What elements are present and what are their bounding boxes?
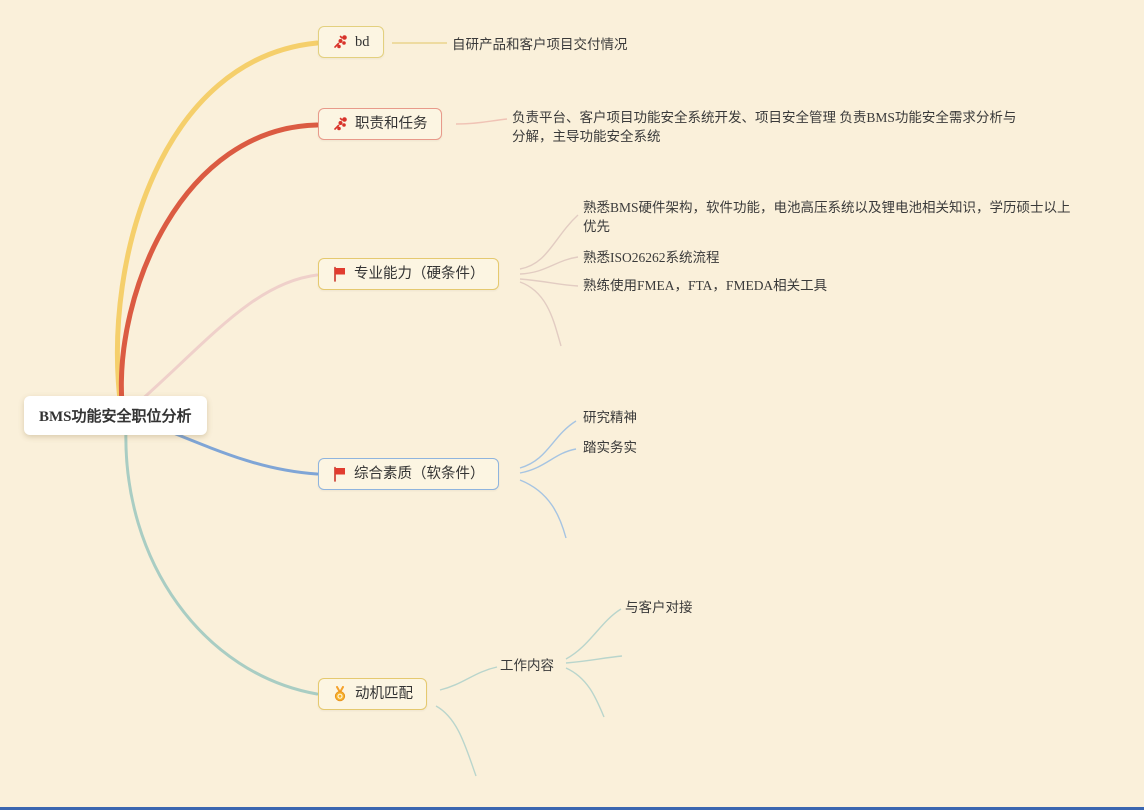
leaf-link-hard-1	[519, 214, 579, 270]
leaf-node[interactable]: 熟悉BMS硬件架构，软件功能，电池高压系统以及锂电池相关知识，学历硕士以上优先	[583, 200, 1071, 234]
leaf-link-soft-collapsed	[519, 479, 567, 539]
branch-node-motivation[interactable]: 动机匹配	[318, 678, 427, 710]
leaf-node[interactable]: 负责平台、客户项目功能安全系统开发、项目安全管理 负责BMS功能安全需求分析与分…	[512, 110, 1017, 144]
branch-label: 专业能力（硬条件）	[354, 265, 485, 282]
branch-curve-bd	[115, 40, 320, 403]
leaf-link-motive-collapsed	[435, 705, 477, 777]
leaf-node[interactable]: 研究精神	[583, 410, 637, 425]
branch-label: 职责和任务	[355, 115, 428, 132]
leaf-link-work-collapsed-2	[565, 667, 605, 718]
leaf-link-hard-collapsed	[519, 281, 562, 347]
medal-icon	[332, 686, 348, 702]
leaf-node[interactable]: 与客户对接	[625, 600, 693, 615]
branch-label: 动机匹配	[355, 685, 413, 702]
leaf-link-soft-2	[519, 448, 577, 474]
leaf-link-hard-2	[519, 256, 579, 275]
window-bottom-edge	[0, 807, 1144, 810]
confetti-icon	[332, 116, 348, 132]
branch-node-duty[interactable]: 职责和任务	[318, 108, 442, 140]
confetti-icon	[332, 34, 348, 50]
branch-label: 综合素质（软条件）	[354, 465, 485, 482]
branch-curve-motive	[124, 426, 319, 696]
branch-node-hard-skills[interactable]: 专业能力（硬条件）	[318, 258, 499, 290]
branch-curve-duty	[118, 122, 320, 407]
branch-curve-hard	[128, 273, 319, 412]
subtopic-work-content[interactable]: 工作内容	[500, 658, 554, 673]
branch-node-bd[interactable]: bd	[318, 26, 384, 58]
leaf-node[interactable]: 踏实务实	[583, 440, 637, 455]
flag-icon	[332, 466, 347, 482]
flag-icon	[332, 266, 347, 282]
leaf-node[interactable]: 熟练使用FMEA，FTA，FMEDA相关工具	[583, 278, 828, 293]
branch-node-soft-skills[interactable]: 综合素质（软条件）	[318, 458, 499, 490]
leaf-link-soft-1	[519, 420, 577, 469]
branch-label: bd	[355, 33, 370, 50]
root-label: BMS功能安全职位分析	[39, 409, 192, 425]
leaf-link-work-customer	[565, 608, 622, 660]
leaf-node[interactable]: 自研产品和客户项目交付情况	[452, 37, 628, 52]
root-node[interactable]: BMS功能安全职位分析	[24, 396, 207, 435]
leaf-link-work-collapsed-1	[565, 655, 623, 664]
leaf-link-hard-3	[519, 278, 579, 287]
leaf-link-duty	[455, 118, 508, 125]
leaf-node[interactable]: 熟悉ISO26262系统流程	[583, 250, 720, 265]
leaf-link-motive-work	[439, 666, 498, 691]
